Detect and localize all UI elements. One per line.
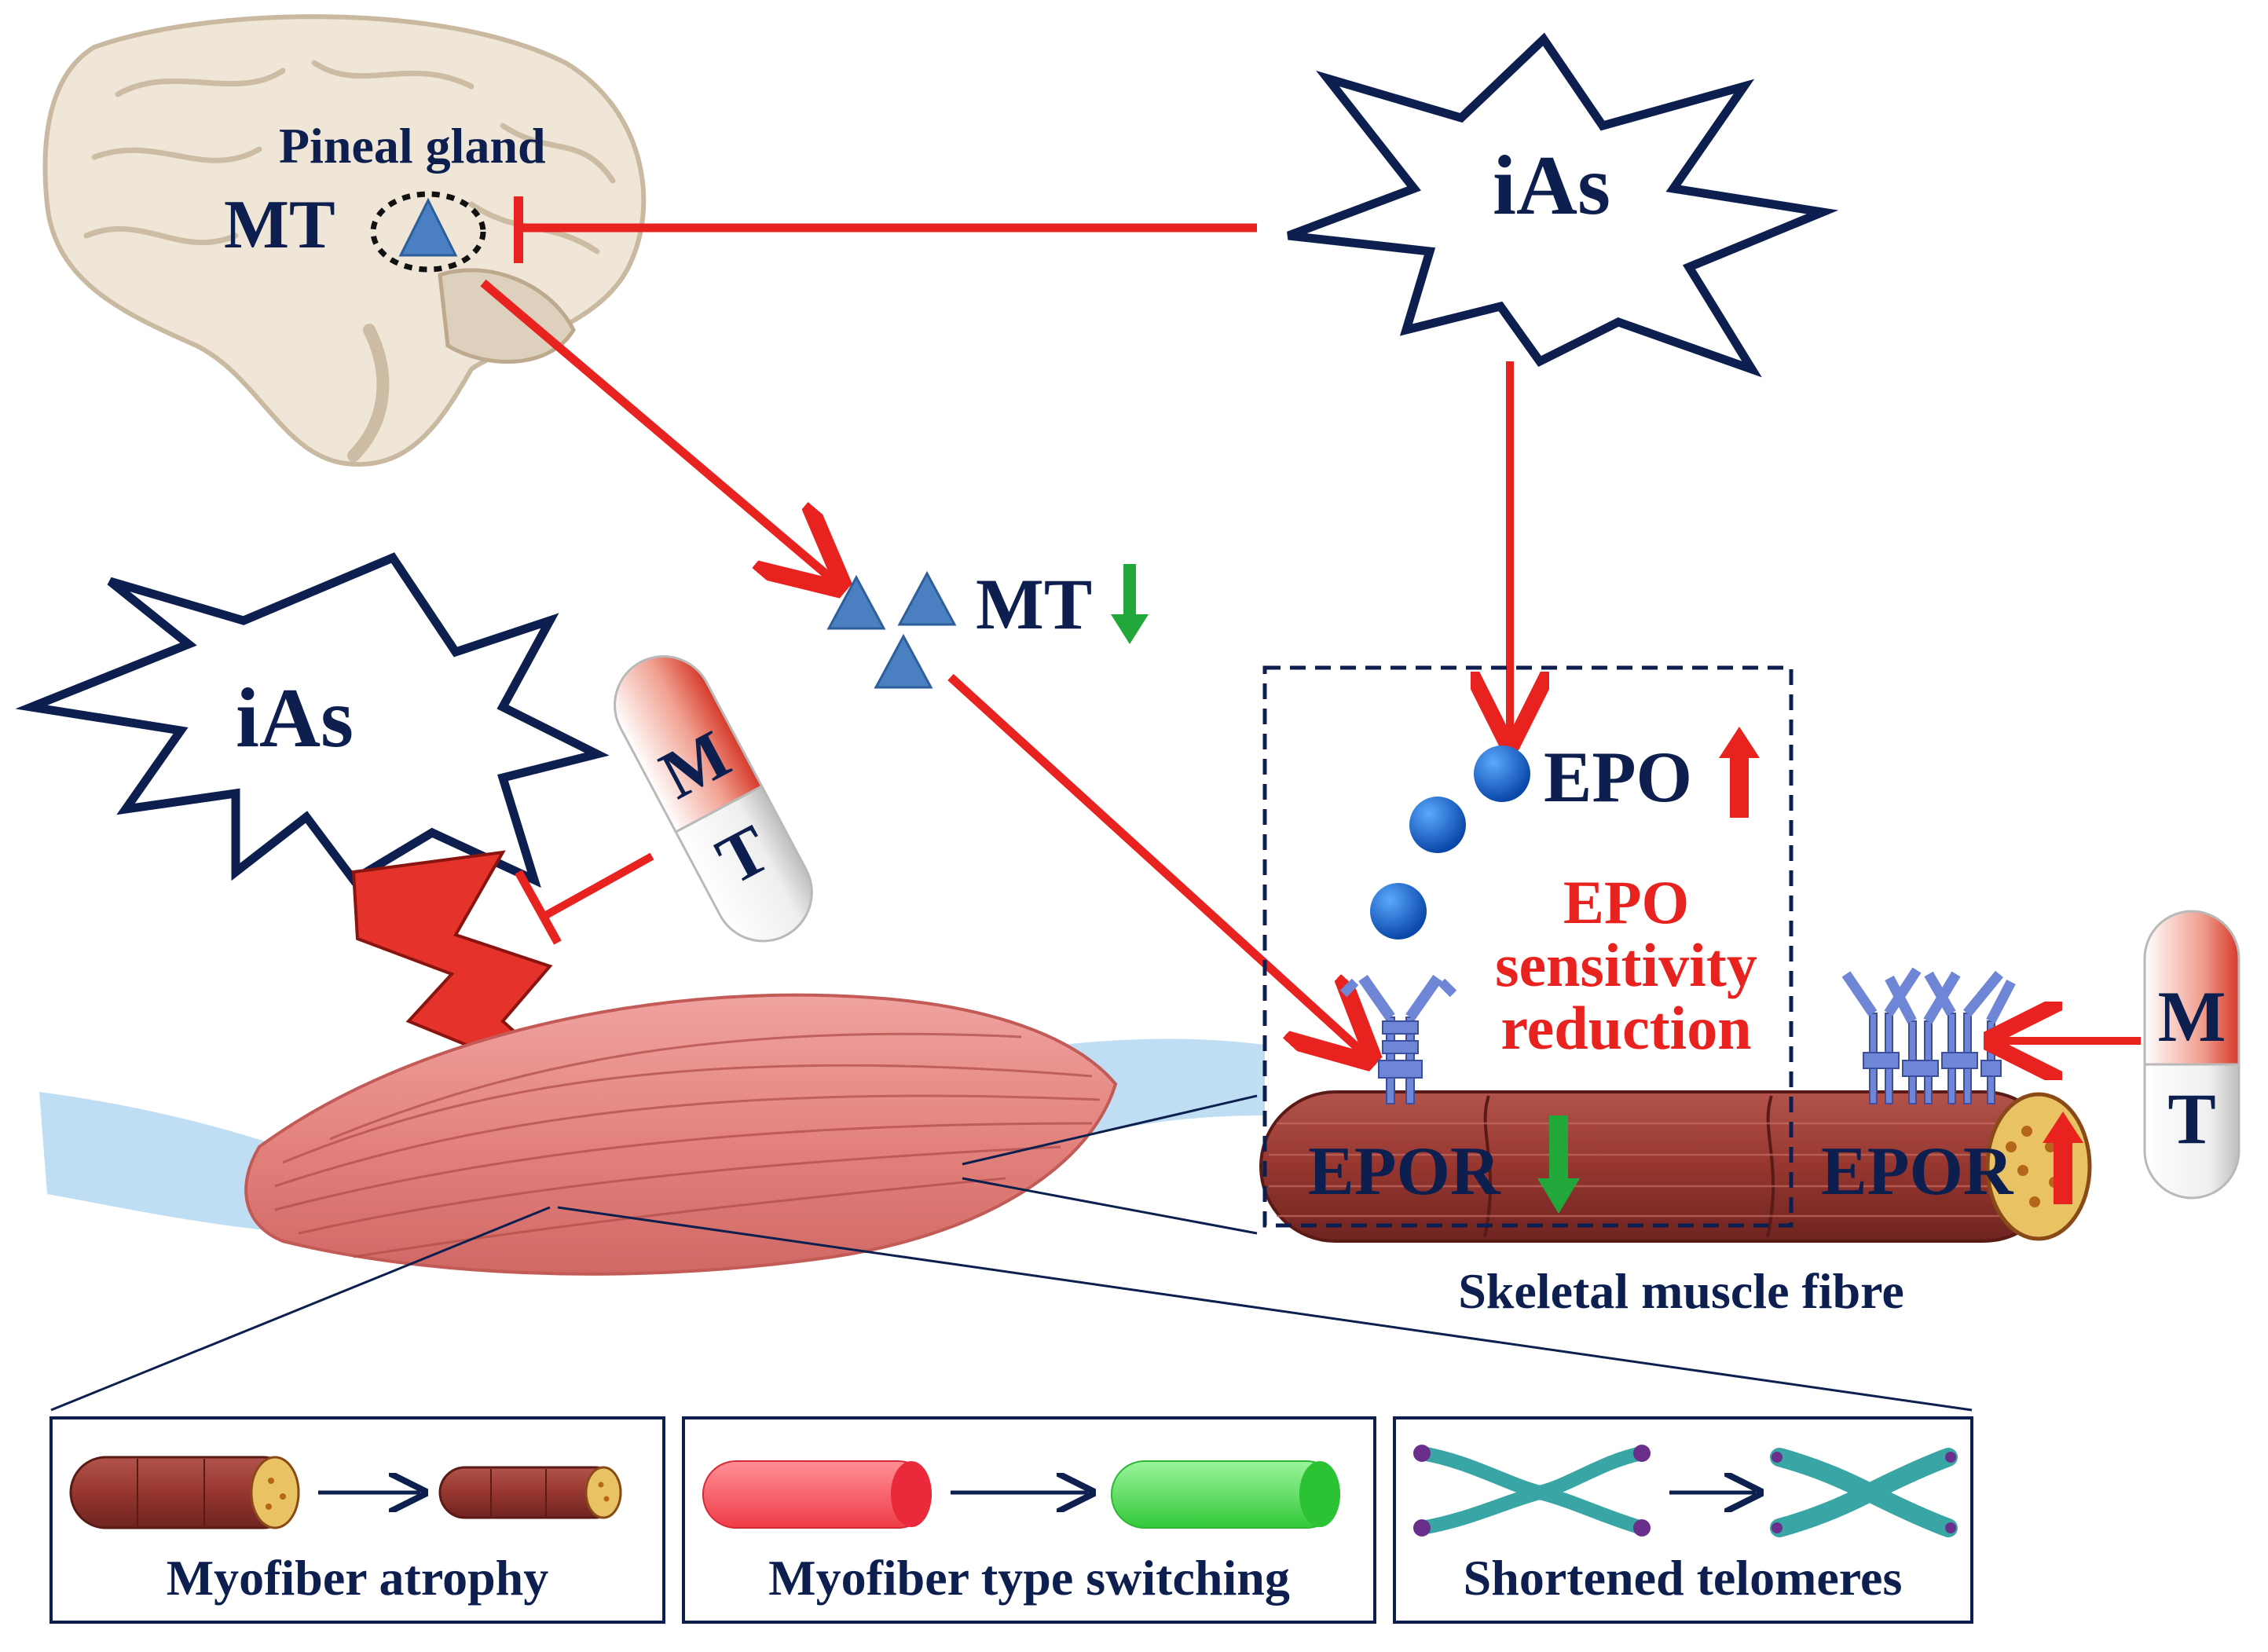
skeletal-muscle-illustration [39,993,1265,1276]
epo-increase-arrow-icon [1719,727,1760,818]
epo-region-box [1262,665,1794,1228]
epo-label: EPO [1544,737,1692,817]
pineal-to-mt-arrow [480,279,833,580]
mt-decrease-arrow-icon [1111,564,1149,644]
mt-pill-left-icon: M T [614,655,813,943]
short-telomere-chromosome-icon [1770,1448,1958,1537]
mt-molecules [826,570,957,689]
mt-pill-right-icon: M T [2143,910,2241,1200]
epo-sensitivity-line1: EPO [1563,868,1689,936]
small-fibre-icon [438,1466,622,1519]
panel-label: Myofiber type switching [768,1550,1290,1606]
mt-triangle-icon [874,633,933,689]
large-fibre-icon [69,1456,300,1529]
panel-shortened-telomeres: Shortened telomeres [1393,1416,1973,1624]
long-telomere-chromosome-icon [1413,1445,1651,1537]
skeletal-fibre-label: Skeletal muscle fibre [1458,1263,1904,1319]
panel-label: Shortened telomeres [1464,1550,1903,1606]
epor-receptors-right-icon [1841,967,2016,1104]
mt-triangle-icon [826,574,886,630]
pineal-gland-marker [370,191,486,273]
pineal-gland-label: Pineal gland [279,118,546,174]
epo-sensitivity-line3: reduction [1500,994,1751,1062]
mt-inhibits-damage-line [544,852,654,919]
zoom-line [962,1094,1258,1166]
mt-to-epor-arrow [947,673,1363,1053]
panel-myofiber-type-switching: Myofiber type switching [682,1416,1376,1624]
panel-myofiber-atrophy: Myofiber atrophy [49,1416,665,1624]
brain-illustration [42,14,647,467]
green-fibre-icon [1111,1460,1340,1529]
epo-molecule-icon [1370,883,1427,940]
epor-left-label: EPOR [1308,1134,1501,1210]
panel-label: Myofiber atrophy [167,1550,549,1606]
epo-molecule-icon [1474,745,1530,802]
ias-top-starburst-icon [1287,32,1839,378]
melatonin-triangle-icon [398,197,458,257]
mt-triangle-icon [897,570,957,626]
zoom-line [962,1177,1258,1235]
pill-right-top-label: M [2158,976,2226,1057]
epor-right-label: EPOR [1821,1134,2014,1210]
brain-mt-label: MT [224,187,335,263]
red-fibre-icon [702,1460,932,1529]
zoom-line [50,1206,551,1412]
ias-left-starburst-icon [15,552,610,888]
pill-right-bottom-label: T [2167,1079,2215,1159]
mt-level-label: MT [976,564,1092,644]
epor-increase-arrow-icon [2043,1112,2083,1204]
zoom-line [557,1206,1973,1412]
epor-decrease-arrow-icon [1537,1115,1580,1214]
inhibition-bar [515,870,562,945]
epo-sensitivity-line2: sensitivity [1495,931,1757,999]
ias-top-label: iAs [1493,139,1610,233]
epo-molecule-icon [1409,797,1466,853]
epor-receptor-left-icon [1339,974,1457,1104]
ias-left-label: iAs [236,672,354,765]
